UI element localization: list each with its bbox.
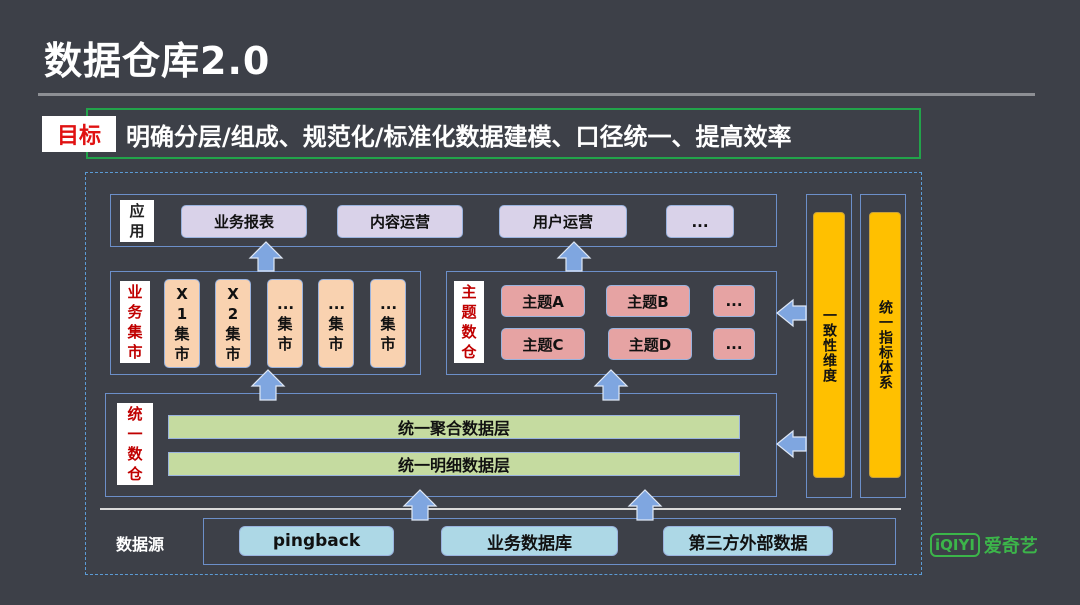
goal-tag: 目标 xyxy=(42,116,116,152)
mart-x1: X1集市 xyxy=(164,279,200,368)
dimension-column xyxy=(806,194,852,498)
arrow-up-icon xyxy=(593,369,629,401)
topic-a: 主题A xyxy=(501,285,585,317)
mart-more-1-text: ...集市 xyxy=(277,294,295,353)
unified-label-text: 统一数仓 xyxy=(127,405,143,483)
topics-label: 主题数仓 xyxy=(454,281,484,363)
metrics-bar-text: 统一指标体系 xyxy=(877,300,893,390)
mart-more-3: ...集市 xyxy=(370,279,406,368)
logo-mark: iQIYI xyxy=(930,533,980,557)
unified-section xyxy=(105,393,777,497)
mart-x2: X2集市 xyxy=(215,279,251,368)
topic-more-1: ... xyxy=(713,285,755,317)
app-item-user-ops: 用户运营 xyxy=(499,205,627,238)
topic-b: 主题B xyxy=(606,285,690,317)
mart-x1-text: X1集市 xyxy=(174,284,190,363)
arrow-left-icon xyxy=(776,298,807,328)
topic-more-2: ... xyxy=(713,328,755,360)
source-pingback: pingback xyxy=(239,526,394,556)
architecture-frame xyxy=(85,172,922,575)
app-section xyxy=(110,194,777,247)
source-divider xyxy=(100,508,901,510)
arrow-left-icon xyxy=(776,429,807,459)
app-item-more: ... xyxy=(666,205,734,238)
arrow-up-icon xyxy=(556,241,592,272)
metrics-bar: 统一指标体系 xyxy=(869,212,901,478)
arrow-up-icon xyxy=(248,241,284,272)
source-label: 数据源 xyxy=(116,535,165,554)
app-item-content-ops: 内容运营 xyxy=(337,205,463,238)
metrics-column xyxy=(860,194,906,498)
dimension-bar-text: 一致性维度 xyxy=(821,307,837,383)
mart-more-2: ...集市 xyxy=(318,279,354,368)
arrow-up-icon xyxy=(402,489,438,521)
app-label-text: 应用 xyxy=(129,202,145,240)
topic-c: 主题C xyxy=(501,328,585,360)
mart-more-2-text: ...集市 xyxy=(328,294,346,353)
dimension-bar: 一致性维度 xyxy=(813,212,845,478)
mart-more-3-text: ...集市 xyxy=(380,294,398,353)
logo-text: 爱奇艺 xyxy=(983,536,1038,557)
marts-label-text: 业务集市 xyxy=(127,283,143,361)
mart-x2-text: X2集市 xyxy=(225,284,241,363)
detail-layer: 统一明细数据层 xyxy=(168,452,740,476)
app-label: 应用 xyxy=(120,200,154,242)
page-title: 数据仓库2.0 xyxy=(44,39,271,83)
iqiyi-logo: iQIYI 爱奇艺 xyxy=(930,532,1038,558)
title-divider xyxy=(38,93,1035,96)
arrow-up-icon xyxy=(250,369,286,401)
topics-label-text: 主题数仓 xyxy=(461,283,477,361)
aggregate-layer: 统一聚合数据层 xyxy=(168,415,740,439)
mart-more-1: ...集市 xyxy=(267,279,303,368)
marts-label: 业务集市 xyxy=(120,281,150,363)
arrow-up-icon xyxy=(627,489,663,521)
source-section xyxy=(203,518,896,565)
topic-d: 主题D xyxy=(608,328,692,360)
source-third-party: 第三方外部数据 xyxy=(663,526,833,556)
source-business-db: 业务数据库 xyxy=(441,526,618,556)
goal-text: 明确分层/组成、规范化/标准化数据建模、口径统一、提高效率 xyxy=(126,122,792,151)
unified-label: 统一数仓 xyxy=(117,403,153,485)
app-item-report: 业务报表 xyxy=(181,205,307,238)
